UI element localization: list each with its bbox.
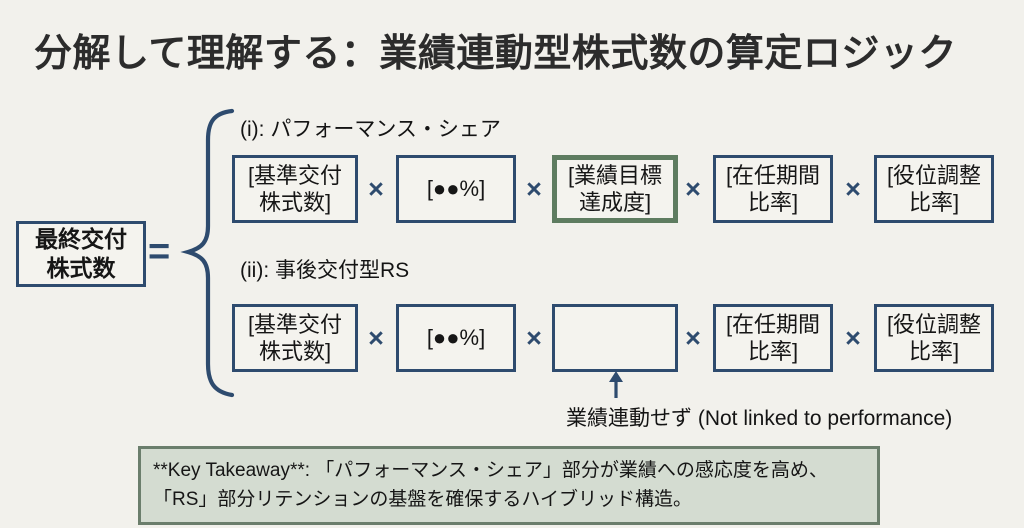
- box-performance-target-achievement: [業績目標 達成度]: [552, 155, 678, 223]
- box-tenure-ratio: [在任期間 比率]: [713, 304, 833, 372]
- key-takeaway-box: **Key Takeaway**: 「パフォーマンス・シェア」部分が業績への感応…: [138, 446, 880, 525]
- box-percentage: [●●%]: [396, 155, 516, 223]
- multiply-icon: ×: [368, 322, 384, 353]
- box-percentage: [●●%]: [396, 304, 516, 372]
- box-rank-adjustment-ratio: [役位調整 比率]: [874, 304, 994, 372]
- annotation-not-linked: 業績連動せず (Not linked to performance): [566, 407, 953, 430]
- box-rank-adjustment-ratio: [役位調整 比率]: [874, 155, 994, 223]
- multiply-icon: ×: [526, 173, 542, 204]
- multiply-icon: ×: [526, 322, 542, 353]
- result-box-final-shares: 最終交付 株式数: [16, 221, 146, 287]
- multiply-icon: ×: [368, 173, 384, 204]
- page-title: 分解して理解する：業績連動型株式数の算定ロジック: [34, 33, 957, 75]
- multiply-icon: ×: [845, 322, 861, 353]
- multiply-icon: ×: [845, 173, 861, 204]
- branch-label-restricted-stock: (ii): 事後交付型RS: [240, 259, 410, 282]
- up-arrow-icon: [609, 371, 623, 398]
- multiply-icon: ×: [685, 322, 701, 353]
- equals-sign: =: [148, 231, 171, 273]
- branch-label-performance-share: (i): パフォーマンス・シェア: [240, 118, 501, 141]
- multiply-icon: ×: [685, 173, 701, 204]
- box-base-shares: [基準交付 株式数]: [232, 155, 358, 223]
- box-tenure-ratio: [在任期間 比率]: [713, 155, 833, 223]
- box-empty-no-performance: [552, 304, 678, 372]
- curly-brace: [180, 108, 235, 398]
- box-base-shares: [基準交付 株式数]: [232, 304, 358, 372]
